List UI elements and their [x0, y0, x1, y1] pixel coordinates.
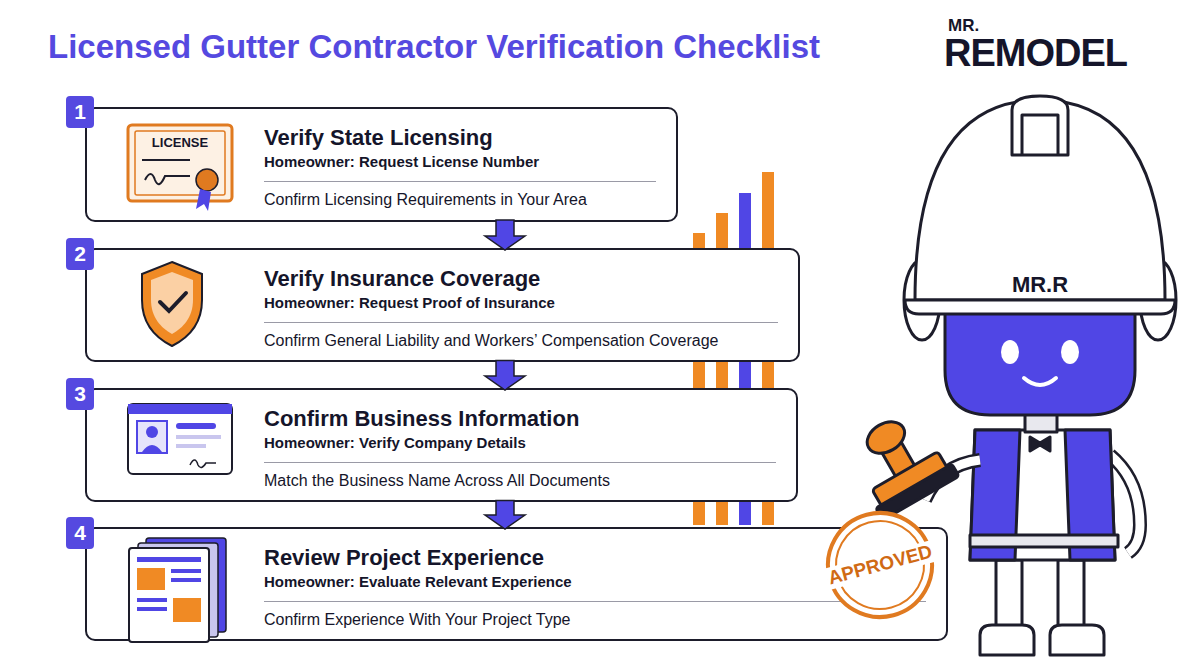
- flow-arrow: [485, 500, 525, 529]
- step-box: Verify Insurance CoverageHomeowner: Requ…: [85, 248, 800, 362]
- step-detail: Confirm Experience With Your Project Typ…: [264, 610, 926, 629]
- shield-icon: [142, 262, 202, 346]
- step-box: Verify State LicensingHomeowner: Request…: [85, 107, 678, 222]
- step-subtitle: Homeowner: Request Proof of Insurance: [264, 294, 778, 323]
- certificate-icon: [128, 125, 232, 211]
- helmet-label: MR.R: [1012, 272, 1068, 298]
- callout-number: 3: [66, 378, 94, 410]
- step-detail: Match the Business Name Across All Docum…: [264, 471, 776, 490]
- id-card-icon: [128, 404, 232, 474]
- step-heading: Verify Insurance Coverage: [264, 266, 778, 291]
- step-subtitle: Homeowner: Request License Number: [264, 153, 656, 182]
- step-detail: Confirm Licensing Requirements in Your A…: [264, 190, 656, 209]
- callout-number: 1: [66, 96, 94, 128]
- title: Licensed Gutter Contractor Verification …: [48, 28, 820, 66]
- step-box: Review Project ExperienceHomeowner: Eval…: [85, 527, 948, 641]
- icon-label: LICENSE: [152, 135, 208, 150]
- step-box: Confirm Business InformationHomeowner: V…: [85, 388, 798, 502]
- step-heading: Review Project Experience: [264, 545, 926, 570]
- callout-number: 2: [66, 238, 94, 270]
- logo-wordmark: REMODEL: [944, 32, 1127, 75]
- step-heading: Confirm Business Information: [264, 406, 776, 431]
- flow-arrow: [485, 220, 525, 250]
- step-subtitle: Homeowner: Verify Company Details: [264, 434, 776, 463]
- step-heading: Verify State Licensing: [264, 125, 656, 150]
- callout-number: 4: [66, 517, 94, 549]
- flow-arrow: [485, 360, 525, 390]
- documents-icon: [129, 538, 226, 642]
- step-detail: Confirm General Liability and Workers’ C…: [264, 331, 778, 350]
